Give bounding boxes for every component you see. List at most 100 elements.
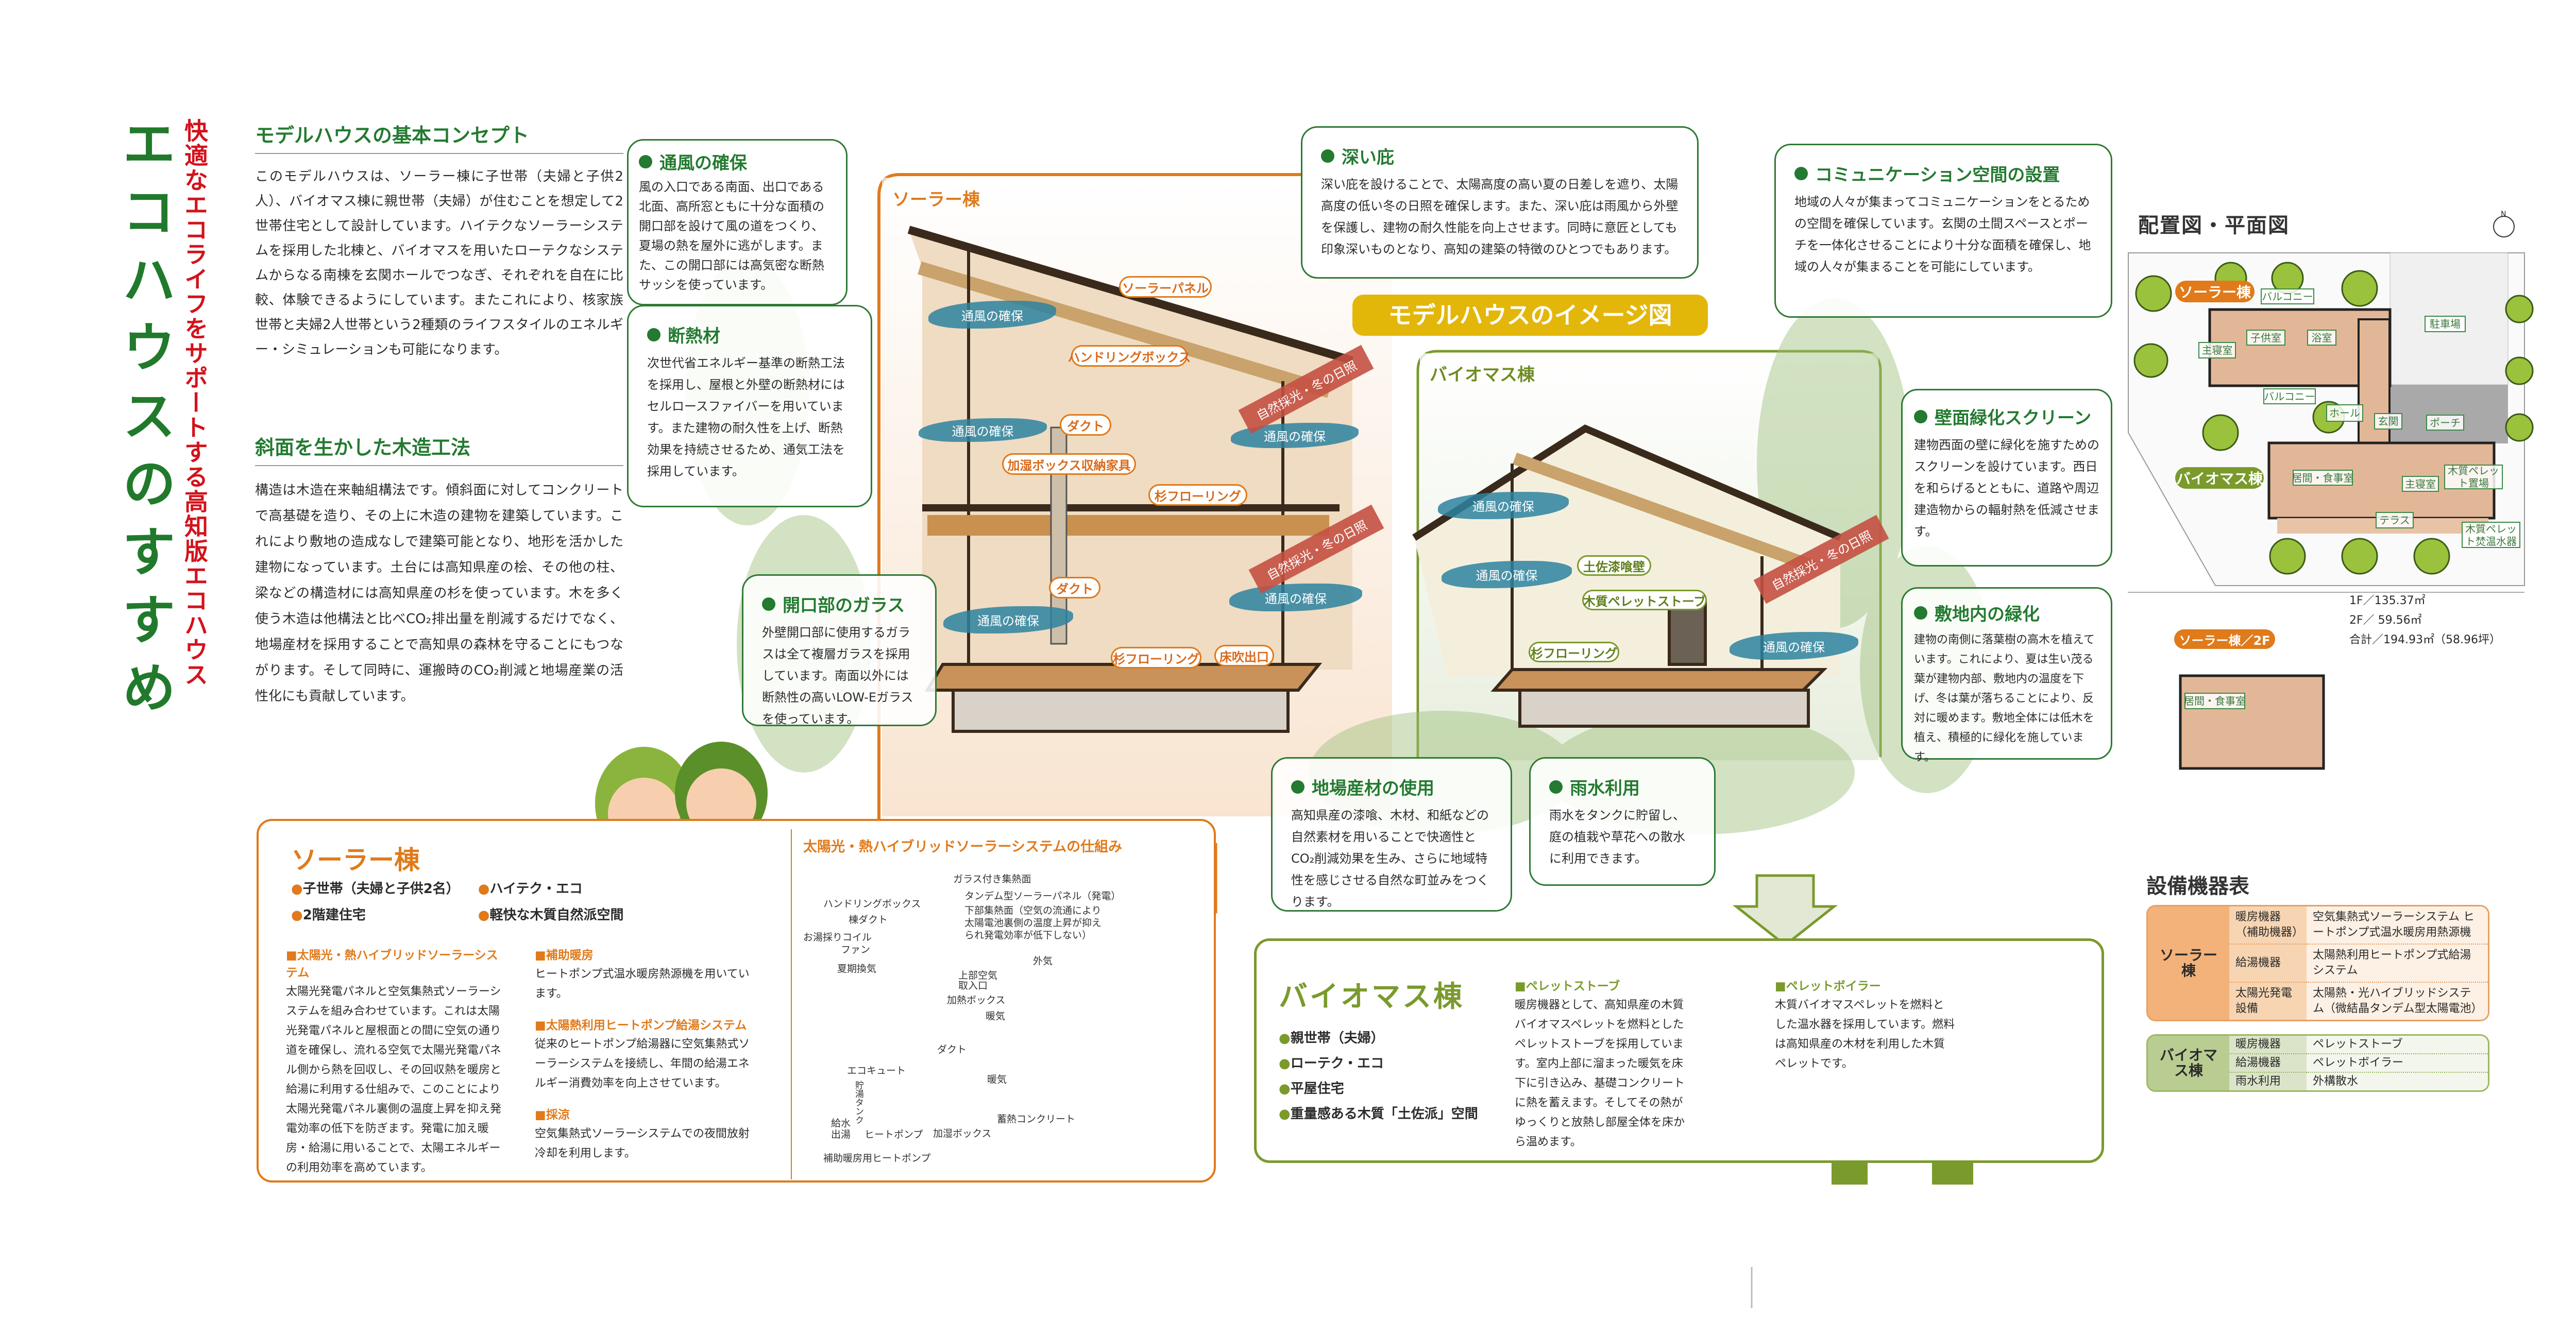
wind-ventilation-label: 通風の確保 [1438,492,1569,519]
solar-section-hybrid: ■太陽光・熱ハイブリッドソーラーシステム 太陽光発電パネルと空気集熱式ソーラーシ… [286,945,507,1178]
sun-daylight-arrow: 自然採光・冬の日照 [1753,515,1889,604]
equipment-table-biomass: バイオマス棟 暖房機器 ペレットストーブ 給湯機器 ペレットボイラー 雨水利用 … [2146,1034,2489,1092]
table-group-label: ソーラー棟 [2148,906,2229,1020]
site-plan-heading: 配置図・平面図 [2138,214,2290,237]
callout-site-greening: 敷地内の緑化 建物の南側に落葉樹の高木を植えています。これにより、夏は生い茂る葉… [1901,587,2112,764]
diagram-label: 暖気 [986,1010,1006,1022]
table-cell-value: 太陽熱・光ハイブリッドシステム（微結晶タンデム型太陽電池） [2307,983,2488,1020]
diagram-label: エコキュート [847,1065,906,1076]
room-label: 浴室 [2307,330,2336,346]
bullet-icon [1914,409,1927,423]
table-cell-item: 給湯機器 [2229,945,2307,983]
bullet-icon [1291,780,1304,794]
floor-areas: 1F／135.37㎡ 2F／ 59.56㎡ 合計／194.93㎡（58.96坪） [2349,591,2501,650]
biomass-arrow [1732,874,1838,947]
section-heading: ■採涼 [535,1108,570,1122]
bullet-icon [1794,166,1808,180]
diagram-title: 太陽光・熱ハイブリッドソーラーシステムの仕組み [803,839,1123,855]
diagram-label: 太陽電池裏側の温度上昇が抑え [964,917,1102,929]
callout-body: 外壁開口部に使用するガラスは全て複層ガラスを採用しています。南面以外には断熱性の… [762,625,913,726]
callout-rainwater: 雨水利用 雨水をタンクに貯留し、庭の植栽や草花への散水に利用できます。 [1529,757,1716,886]
label-duct: ダクト [1060,414,1111,436]
diagram-label: 蓄熱コンクリート [997,1114,1076,1125]
label-cedar-flooring: 杉フローリング [1148,484,1247,506]
bullet-icon [647,328,660,341]
callout-glass: 開口部のガラス 外壁開口部に使用するガラスは全て複層ガラスを採用しています。南面… [742,574,937,726]
image-banner: モデルハウスのイメージ図 [1352,295,1708,336]
diagram-label: 暖気 [987,1074,1007,1085]
room-label: ポーチ [2426,415,2464,431]
callout-local-materials: 地場産材の使用 高知県産の漆喰、木材、和紙などの自然素材を用いることで快適性とC… [1271,757,1512,912]
section-body: 木質バイオマスペレットを燃料とした温水器を採用しています。燃料は高知県産の木材を… [1775,999,1955,1070]
diagram-label: ダクト [937,1044,967,1055]
room-label: 駐車場 [2425,316,2466,332]
room-label: バルコニー [2261,288,2314,304]
badge-solar: ソーラー棟 [2175,281,2255,302]
table-cell-value: 外構散水 [2307,1073,2488,1090]
callout-title: 開口部のガラス [783,595,905,616]
diagram-label: 取入口 [958,980,988,991]
room-label: 木質ペレット置場 [2444,465,2503,489]
tag: ●重量感ある木質「土佐派」空間 [1279,1106,1478,1122]
room-label: バルコニー [2263,388,2316,404]
table-cell-value: ペレットボイラー [2307,1054,2488,1073]
callout-title: 敷地内の緑化 [1935,604,2040,625]
label-cedar-flooring-biomass: 杉フローリング [1529,642,1619,662]
tag: ●平屋住宅 [1279,1081,1344,1097]
callout-eaves: 深い庇 深い庇を設けることで、太陽高度の高い夏の日差しを遮り、太陽高度の低い冬の… [1301,126,1699,279]
callout-body: 地域の人々が集まってコミュニケーションをとるための空間を確保しています。玄関の土… [1794,195,2091,274]
sun-daylight-arrow: 自然採光・冬の日照 [1238,345,1374,434]
main-title: エコハウスのすすめ [113,116,176,728]
tag: ●子世帯（夫婦と子供2名） [291,881,460,897]
diagram-label: お湯採りコイル [803,932,872,943]
table-row: 給湯機器 太陽熱利用ヒートポンプ式給湯システム [2148,945,2488,983]
section-body: ヒートポンプ式温水暖房熱源機を用いています。 [535,968,750,1000]
concept-section: モデルハウスの基本コンセプト このモデルハウスは、ソーラー棟に子世帯（夫婦と子供… [255,119,623,362]
table-group-label: バイオマス棟 [2148,1036,2229,1090]
room-label: テラス [2376,512,2414,528]
compass-icon: N [2501,210,2506,218]
solar-house-title: ソーラー棟 [291,845,420,875]
equipment-table-solar: ソーラー棟 暖房機器（補助機器） 空気集熱式ソーラーシステム ヒートポンプ式温水… [2146,905,2489,1021]
biomass-house-title: バイオマス棟 [1279,980,1464,1014]
diagram-label: タンデム型ソーラーパネル（発電） [964,890,1121,902]
section-heading: ■太陽光・熱ハイブリッドソーラーシステム [286,949,498,980]
table-row: ソーラー棟 暖房機器（補助機器） 空気集熱式ソーラーシステム ヒートポンプ式温水… [2148,906,2488,1020]
table-cell-item: 雨水利用 [2229,1073,2307,1090]
diagram-label: 夏期換気 [837,963,877,974]
diagram-label: ファン [841,944,871,955]
table-row: バイオマス棟 暖房機器 ペレットストーブ [2148,1036,2488,1090]
callout-body: 雨水をタンクに貯留し、庭の植栽や草花への散水に利用できます。 [1549,808,1685,866]
table-cell-value: 空気集熱式ソーラーシステム ヒートポンプ式温水暖房用熱源機 [2307,906,2488,945]
equipment-heading: 設備機器表 [2146,875,2249,898]
diagram-label: ガラス付き集熱面 [953,873,1031,885]
wind-ventilation-label: 通風の確保 [1229,584,1362,611]
badge-biomass: バイオマス棟 [2175,467,2264,489]
badge-solar-2f: ソーラー棟／2F [2174,629,2275,649]
table-cell-item: 暖房機器 [2229,1036,2307,1054]
room-label: 居間・食事室 [2184,693,2246,709]
bullet-icon: ● [291,907,303,923]
table-cell-item: 給湯機器 [2229,1054,2307,1073]
tag: ●親世帯（夫婦） [1279,1031,1384,1046]
bullet-icon: ● [1279,1106,1291,1122]
construction-section: 斜面を生かした木造工法 構造は木造在来軸組構法です。傾斜面に対してコンクリートで… [255,432,623,709]
diagram-label: ヒートポンプ [865,1129,923,1140]
section-body: 空気集熱式ソーラーシステムでの夜間放射冷却を利用します。 [535,1127,750,1160]
area-1f: 1F／135.37㎡ [2349,594,2426,607]
bullet-icon: ● [1279,1031,1291,1046]
biomass-frame-title: バイオマス棟 [1430,365,1535,385]
diagram-label: 棟ダクト [849,914,888,926]
label-cedar-flooring-lower: 杉フローリング [1111,647,1201,669]
solar-frame-title: ソーラー棟 [892,190,980,210]
callout-body: 建物西面の壁に緑化を施すためのスクリーンを設けています。西日を和らげるとともに、… [1914,438,2099,539]
wind-ventilation-label: 通風の確保 [1442,561,1572,588]
tag: ●ローテク・エコ [1279,1056,1384,1071]
diagram-label: 補助暖房用ヒートポンプ [823,1153,931,1164]
callout-body: 深い庇を設けることで、太陽高度の高い夏の日差しを遮り、太陽高度の低い冬の日照を確… [1321,177,1679,256]
section-body: 太陽光発電パネルと空気集熱式ソーラーシステムを組み合わせています。これは太陽光発… [286,985,502,1174]
diagram-label: 出湯 [831,1129,851,1140]
room-label: 居間・食事室 [2292,470,2354,486]
biomass-section-pellet-stove: ■ペレットストーブ 暖房機器として、高知県産の木質バイオマスペレットを燃料とした… [1515,976,1692,1152]
label-pellet-stove: 木質ペレットストーブ [1582,590,1707,610]
